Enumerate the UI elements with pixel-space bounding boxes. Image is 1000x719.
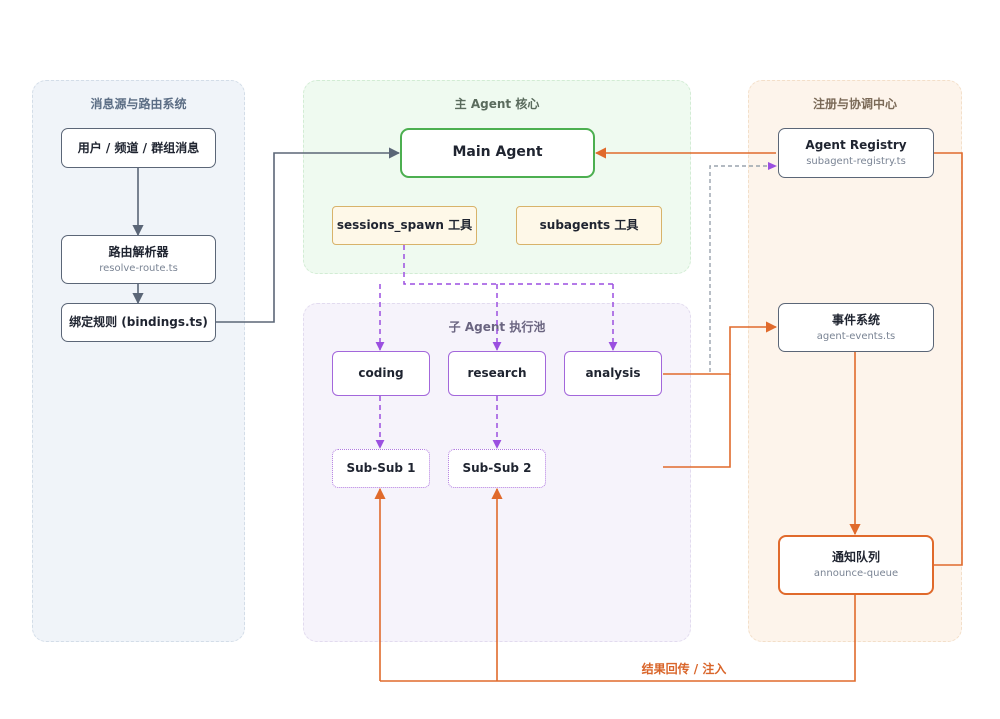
sub-sub-2-node: Sub-Sub 2: [448, 449, 546, 488]
sessions-spawn-tool-node: sessions_spawn 工具: [332, 206, 477, 245]
node-subtitle: subagent-registry.ts: [806, 156, 906, 167]
node-title: 绑定规则 (bindings.ts): [69, 315, 208, 329]
edge-spawn-trunk: [403, 245, 613, 285]
node-title: 用户 / 频道 / 群组消息: [77, 140, 200, 155]
analysis-agent-node: analysis: [564, 351, 662, 396]
node-title: subagents 工具: [539, 218, 639, 232]
node-title: Main Agent: [452, 144, 543, 161]
node-subtitle: announce-queue: [813, 568, 899, 579]
sub-sub-1-node: Sub-Sub 1: [332, 449, 430, 488]
region-title: 主 Agent 核心: [454, 97, 540, 111]
region-title: 消息源与路由系统: [90, 97, 187, 111]
edge-queue-to-registry: [933, 152, 963, 566]
node-title: analysis: [585, 366, 641, 380]
coding-agent-node: coding: [332, 351, 430, 396]
region-title: 子 Agent 执行池: [448, 320, 546, 334]
node-title: Sub-Sub 2: [462, 461, 532, 475]
agent-registry-node: Agent Registry subagent-registry.ts: [778, 128, 934, 178]
main-agent-node: Main Agent: [400, 128, 595, 178]
region-title: 注册与协调中心: [812, 97, 897, 111]
message-sources-node: 用户 / 频道 / 群组消息: [61, 128, 216, 168]
node-title: 通知队列: [831, 550, 880, 564]
node-title: coding: [358, 366, 404, 380]
edge-subsub-to-events: [663, 374, 731, 468]
node-title: research: [467, 366, 527, 380]
node-title: sessions_spawn 工具: [336, 218, 473, 232]
node-title: 事件系统: [831, 312, 880, 327]
route-parser-node: 路由解析器 resolve-route.ts: [61, 235, 216, 284]
edge-analysis-to-registry: [709, 165, 776, 372]
edge-feedback-bus: [380, 595, 856, 682]
node-subtitle: agent-events.ts: [816, 330, 896, 342]
node-title: Agent Registry: [805, 138, 907, 152]
research-agent-node: research: [448, 351, 546, 396]
announce-queue-node: 通知队列 announce-queue: [778, 535, 934, 595]
event-system-node: 事件系统 agent-events.ts: [778, 303, 934, 352]
edge-registry-arrowhead: [768, 162, 777, 170]
edge-analysis-to-events: [663, 321, 778, 375]
node-subtitle: resolve-route.ts: [99, 262, 178, 274]
edge-bindings-to-main-agent: [216, 147, 401, 323]
binding-rules-node: 绑定规则 (bindings.ts): [61, 303, 216, 342]
feedback-edge-label: 结果回传 / 注入: [641, 662, 727, 676]
subagents-tool-node: subagents 工具: [516, 206, 662, 245]
node-title: Sub-Sub 1: [346, 461, 416, 475]
node-title: 路由解析器: [108, 244, 169, 259]
